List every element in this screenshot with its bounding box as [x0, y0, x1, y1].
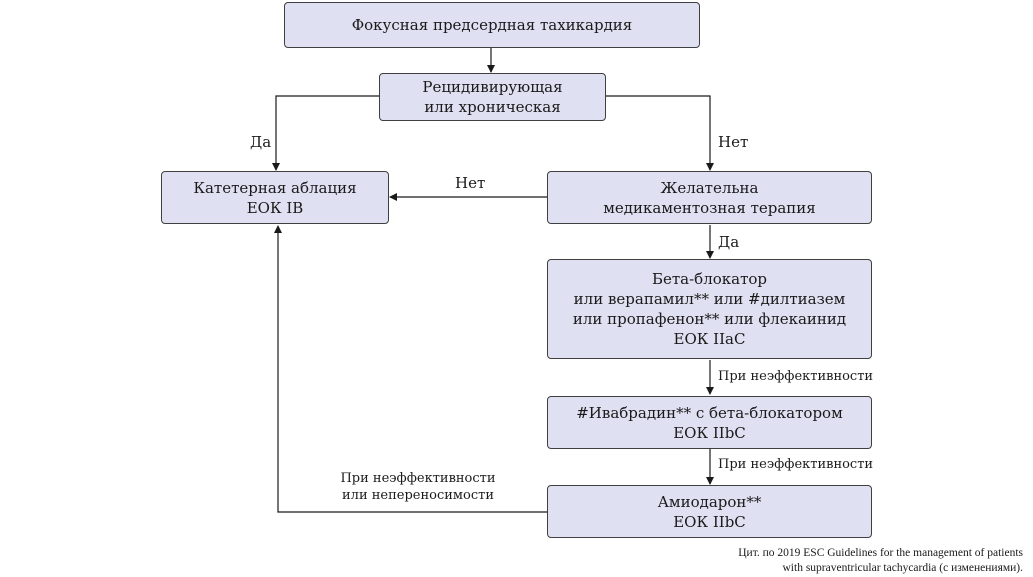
node-text: Желательна [660, 178, 759, 197]
arrow-recurrent-to-drug [606, 95, 714, 171]
node-text: ЕОК IIaC [673, 330, 746, 348]
edge-label-line: При неэффективности [340, 471, 496, 486]
node-text: или верапамил** или #дилтиазем [573, 290, 846, 308]
node-text: Амиодарон** [657, 492, 762, 511]
edge-label-line: или непереносимости [342, 488, 494, 503]
node-drug-therapy-desired: Желательна медикаментозная терапия [547, 171, 872, 224]
node-text: #Ивабрадин** с бета-блокатором [576, 403, 843, 422]
arrow-recurrent-to-ablation [272, 95, 379, 171]
node-ivabradine: #Ивабрадин** с бета-блокатором ЕОК IIbC [547, 396, 872, 449]
node-text: медикаментозная терапия [603, 198, 816, 217]
source-caption: Цит. по 2019 ESC Guidelines for the mana… [738, 546, 1023, 576]
edge-label-ineffective-1: При неэффективности [718, 369, 874, 384]
node-text: ЕОК IIbC [673, 423, 746, 442]
node-text: Бета-блокатор [651, 270, 768, 288]
edge-label-yes-down: Да [718, 233, 740, 251]
caption-line: with supraventricular tachycardia (с изм… [782, 562, 1024, 574]
node-focal-atrial-tachycardia: Фокусная предсердная тахикардия [284, 2, 700, 48]
node-text: или хроническая [424, 98, 561, 116]
edge-label-no-to-ablation: Нет [455, 174, 486, 192]
node-text: ЕОК IIbC [673, 512, 746, 531]
node-text: Рецидивирующая [422, 78, 563, 96]
caption-line: Цит. по 2019 ESC Guidelines for the mana… [738, 547, 1023, 559]
edge-label-ineffective-or-intolerance: При неэффективности или непереносимости [340, 470, 496, 504]
node-beta-blocker: Бета-блокатор или верапамил** или #дилти… [547, 259, 872, 359]
node-amiodarone: Амиодарон** ЕОК IIbC [547, 485, 872, 538]
node-recurrent-or-chronic: Рецидивирующая или хроническая [379, 73, 606, 121]
node-text: ЕОК IB [246, 198, 304, 217]
node-text: Фокусная предсердная тахикардия [351, 16, 633, 34]
edge-label-yes-left: Да [250, 133, 272, 151]
edge-label-ineffective-2: При неэффективности [718, 457, 874, 472]
node-catheter-ablation: Катетерная аблация ЕОК IB [161, 171, 389, 224]
node-text: Катетерная аблация [193, 178, 357, 197]
edge-label-no-right: Нет [718, 133, 749, 151]
node-text: или пропафенон** или флекаинид [572, 310, 847, 328]
arrow-amiodarone-to-ablation [274, 225, 547, 513]
